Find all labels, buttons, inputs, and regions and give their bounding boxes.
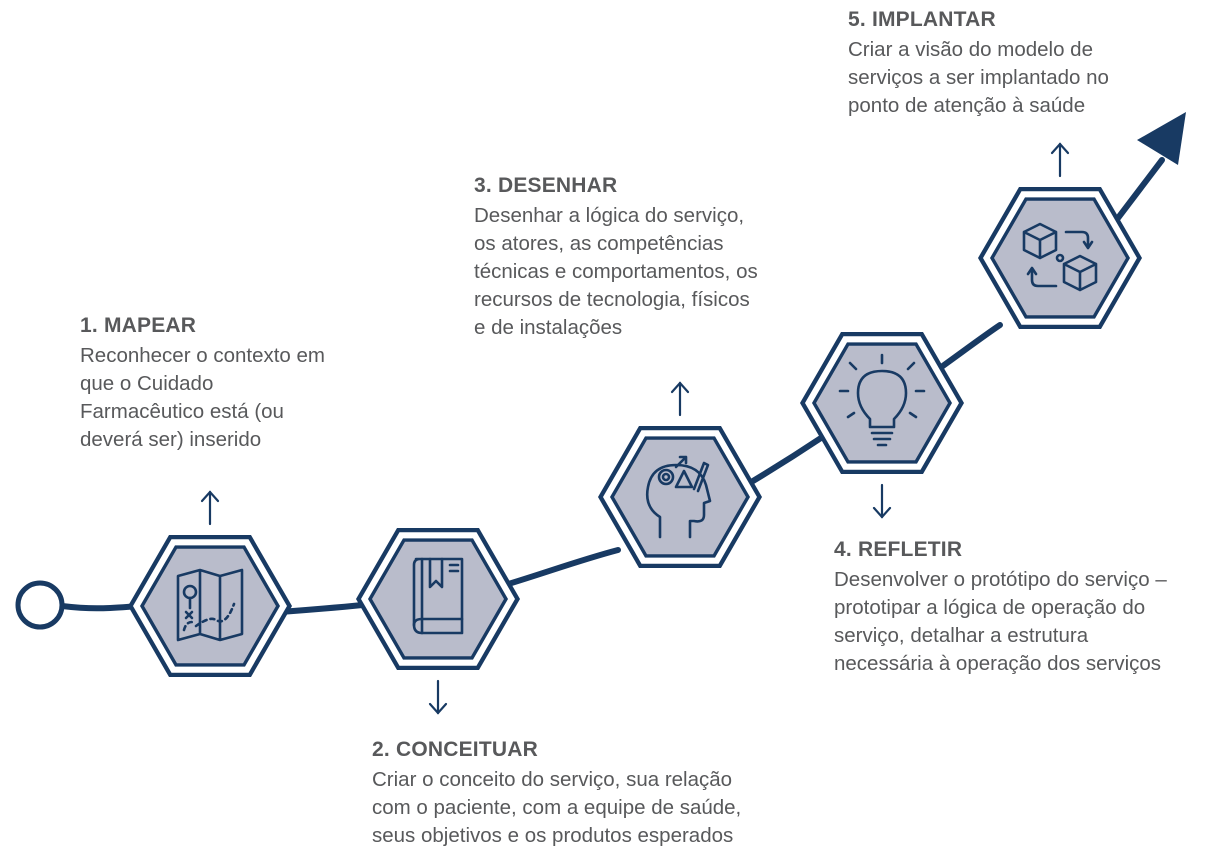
step-description-line: técnicas e comportamentos, os [474,260,758,283]
step-description-line: Reconhecer o contexto em [80,344,325,367]
step-description-line: ponto de atenção à saúde [848,94,1086,117]
step-1-node [128,490,292,677]
process-path-end [1115,157,1165,221]
step-description-line: e de instalações [474,316,623,339]
map-icon [176,568,244,642]
step-title: 1. MAPEAR [80,314,197,337]
creative-head-icon [645,455,712,539]
step-description-line: que o Cuidado [80,372,214,395]
hexagon-fill [372,541,504,657]
cubes-cycle-icon [1022,222,1098,292]
step-title: 4. REFLETIR [834,538,963,561]
step-description-line: Criar o conceito do serviço, sua relação [372,768,733,791]
arrow-up-icon [200,490,220,526]
step-description-line: serviços a ser implantado no [848,66,1109,89]
step-description-line: Desenhar a lógica do serviço, [474,204,745,227]
step-5-node [978,142,1142,329]
step-description-line: Desenvolver o protótipo do serviço – [834,568,1167,591]
lightbulb-icon [838,353,926,447]
step-2-node [356,528,520,715]
step-2-text: 2. CONCEITUAR Criar o conceito do serviç… [372,738,741,850]
hexagon-fill [816,345,948,461]
hexagon-fill [614,439,746,555]
arrow-up-icon [1050,142,1070,178]
step-description-line: necessária à operação dos serviços [834,652,1162,675]
step-description-line: deverá ser) inserido [80,428,262,451]
arrow-down-icon [872,483,892,519]
process-path [740,433,827,490]
step-description-line: seus objetivos e os produtos esperados [372,824,734,847]
path-arrowhead [1137,112,1186,165]
process-path [502,547,621,588]
step-description-line: prototipar a lógica de operação do [834,596,1146,619]
step-title: 3. DESENHAR [474,174,618,197]
arrow-up-icon [670,381,690,417]
step-description-line: os atores, as competências [474,232,724,255]
process-path [937,322,1003,371]
step-description-line: recursos de tecnologia, físicos [474,288,750,311]
step-description-line: Farmacêutico está (ou [80,400,284,423]
step-title: 2. CONCEITUAR [372,738,538,761]
step-5-text: 5. IMPLANTAR Criar a visão do modelo de … [848,8,1109,120]
book-icon [412,557,464,635]
step-4-node [800,332,964,519]
step-description-line: serviço, detalhar a estrutura [834,624,1089,647]
step-description-line: com o paciente, com a equipe de saúde, [372,796,742,819]
process-path [277,601,375,615]
step-4-text: 4. REFLETIR Desenvolver o protótipo do s… [834,538,1167,678]
step-title: 5. IMPLANTAR [848,8,996,31]
step-3-node [598,381,762,568]
start-circle [15,580,65,630]
step-1-text: 1. MAPEAR Reconhecer o contexto em que o… [80,314,325,454]
step-3-text: 3. DESENHAR Desenhar a lógica do serviço… [474,174,758,342]
arrow-down-icon [428,679,448,715]
step-description-line: Criar a visão do modelo de [848,38,1093,61]
